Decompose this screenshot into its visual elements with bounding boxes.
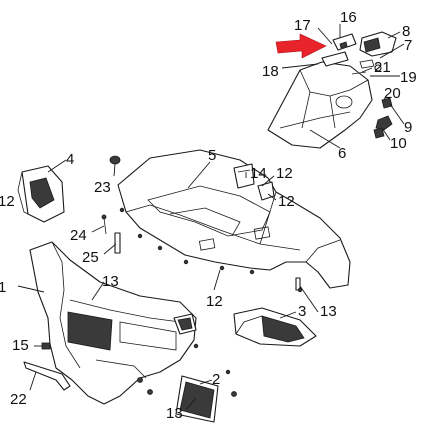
callout-2: 2 bbox=[212, 371, 220, 388]
callout-5: 5 bbox=[208, 147, 216, 164]
callout-18: 18 bbox=[262, 63, 279, 80]
callout-12-c: 12 bbox=[206, 293, 223, 310]
part-16-17-clips bbox=[321, 33, 357, 67]
callout-19: 19 bbox=[400, 69, 417, 86]
callout-12-a: 12 bbox=[276, 165, 293, 182]
callout-12-b: 12 bbox=[278, 193, 295, 210]
callout-10: 10 bbox=[390, 135, 407, 152]
part-22-trim-strip bbox=[23, 361, 71, 391]
part-23-nut bbox=[109, 155, 121, 165]
callout-24: 24 bbox=[70, 227, 87, 244]
part-9-10-20-fasteners bbox=[373, 97, 393, 139]
callout-20: 20 bbox=[384, 85, 401, 102]
callout-14: 14 bbox=[250, 165, 267, 182]
callout-17: 17 bbox=[294, 17, 311, 34]
callout-8: 8 bbox=[402, 23, 410, 40]
callout-12-d: 12 bbox=[0, 193, 15, 210]
callout-7: 7 bbox=[404, 37, 412, 54]
callout-6: 6 bbox=[338, 145, 346, 162]
part-2-grille-plate bbox=[175, 375, 219, 423]
callout-3: 3 bbox=[298, 303, 306, 320]
callout-21: 21 bbox=[374, 59, 391, 76]
callout-23: 23 bbox=[94, 179, 111, 196]
part-5-front-fender bbox=[117, 149, 351, 289]
part-24-25-pins bbox=[101, 214, 121, 254]
part-13-pins bbox=[137, 277, 301, 397]
callout-9: 9 bbox=[404, 119, 412, 136]
callout-13-c: 13 bbox=[166, 405, 183, 422]
red-arrow-icon bbox=[275, 33, 327, 59]
callout-25: 25 bbox=[82, 249, 99, 266]
part-1-front-bumper bbox=[29, 241, 197, 405]
part-6-front-panel bbox=[267, 61, 373, 149]
callout-16: 16 bbox=[340, 9, 357, 26]
callout-22: 22 bbox=[10, 391, 27, 408]
callout-13-a: 13 bbox=[102, 273, 119, 290]
leader-lines bbox=[17, 24, 405, 411]
callout-15: 15 bbox=[12, 337, 29, 354]
part-4-headlight bbox=[17, 165, 65, 223]
mounting-points bbox=[119, 207, 303, 375]
part-15-clip bbox=[41, 342, 51, 350]
callout-13-b: 13 bbox=[320, 303, 337, 320]
part-8-switch-box bbox=[359, 31, 397, 57]
callout-labels: 1 2 3 4 5 6 7 8 9 10 12 12 12 12 13 13 1… bbox=[0, 9, 417, 422]
part-14-bracket bbox=[233, 163, 255, 189]
part-7-19-21-hardware bbox=[351, 59, 382, 75]
callout-4: 4 bbox=[66, 151, 74, 168]
callout-1: 1 bbox=[0, 279, 6, 296]
part-3-headlight bbox=[233, 307, 317, 347]
